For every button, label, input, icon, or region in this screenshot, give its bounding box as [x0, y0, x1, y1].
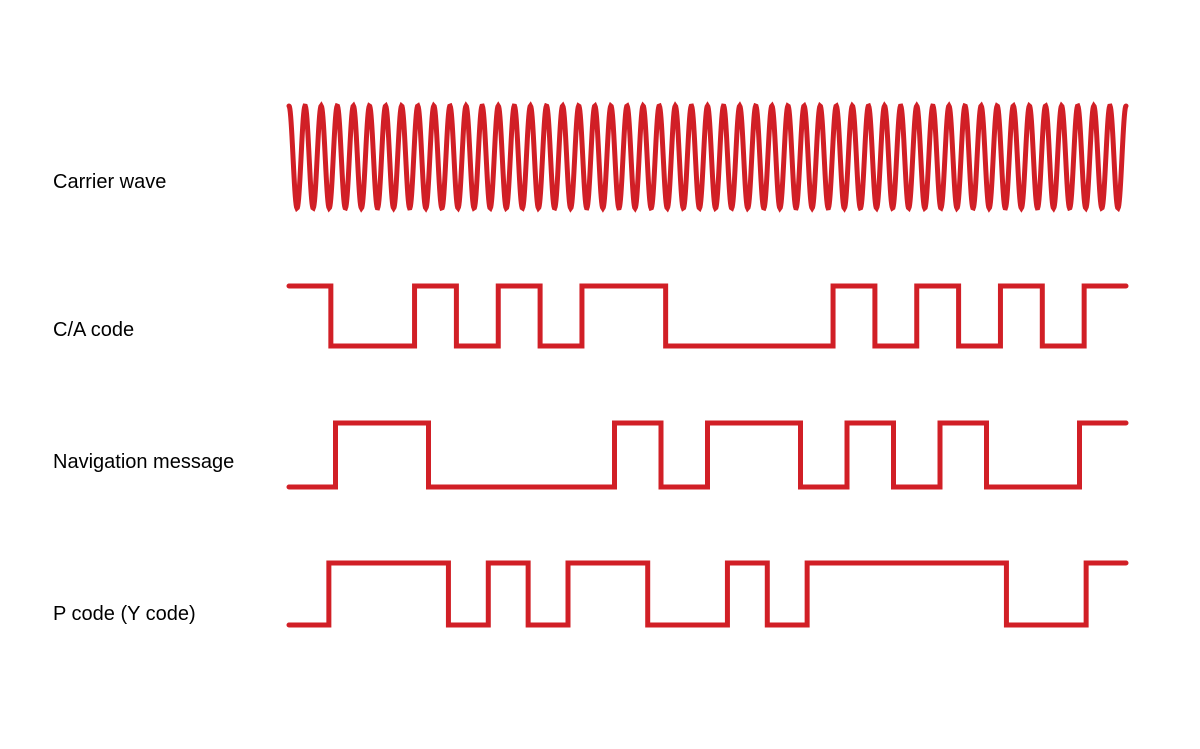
label-carrier-wave: Carrier wave [53, 171, 167, 193]
p-code-trace [286, 560, 1129, 628]
ca-code-trace [286, 283, 1129, 349]
label-p-code: P code (Y code) [53, 603, 196, 625]
carrier-wave-trace [286, 101, 1129, 213]
navigation-message-trace [286, 420, 1129, 490]
label-navigation-message: Navigation message [53, 451, 235, 473]
label-ca-code: C/A code [53, 319, 135, 341]
